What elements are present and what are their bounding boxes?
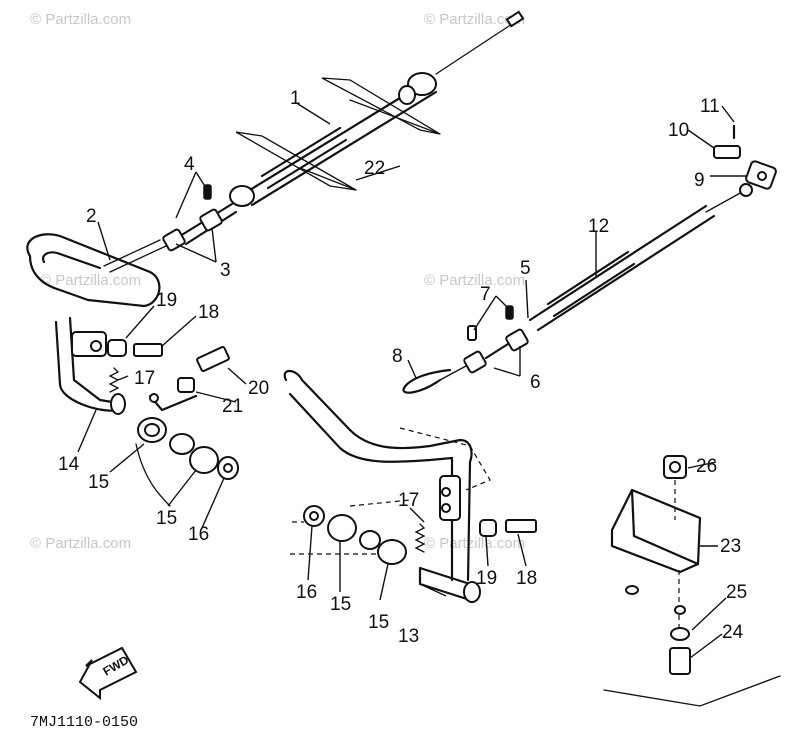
shift-cable-assembly [402,124,777,394]
callout-15: 15 [88,472,109,493]
callout-15: 15 [330,594,351,615]
nut [177,377,195,393]
left-control-lever [26,233,163,415]
callout-2: 2 [86,206,97,227]
callout-23: 23 [720,536,741,557]
center-control-lever [283,369,537,603]
callout-18: 18 [516,568,537,589]
bushing [359,530,381,550]
cable-nut [162,228,186,252]
bushing [169,433,195,455]
cable-end-fitting [505,10,525,28]
watermark: © Partzilla.com [424,11,525,28]
callout-14: 14 [58,454,80,475]
callout-24: 24 [722,622,744,643]
callout-17: 17 [398,490,419,511]
callout-8: 8 [392,346,403,367]
bolt [196,345,230,373]
bushing [107,339,127,357]
cable-nut [463,350,487,374]
cable-nut [505,328,529,352]
callout-7: 7 [480,284,491,305]
bushing [479,519,497,537]
callout-25: 25 [726,582,747,603]
cable-clip [203,184,212,200]
callout-19: 19 [476,568,497,589]
spring [414,523,426,553]
callout-9: 9 [694,170,705,191]
callout-22: 22 [364,158,385,179]
watermark: © Partzilla.com [30,535,131,552]
center-bushings [290,499,411,565]
callout-6: 6 [530,372,541,393]
watermarks: © Partzilla.com © Partzilla.com © Partzi… [30,11,525,552]
bolt [133,343,163,357]
bushing [377,539,407,565]
cable-clip [505,305,514,320]
callouts: 1 2 3 4 5 6 7 8 9 10 11 12 13 14 15 15 1… [58,88,747,647]
spring [108,367,120,393]
callout-4: 4 [184,154,195,175]
cable-boot [407,72,437,96]
callout-16: 16 [188,524,209,545]
watermark: © Partzilla.com [424,535,525,552]
lever-bracket [439,475,461,521]
callout-19: 19 [156,290,177,311]
callout-12: 12 [588,216,609,237]
callout-16: 16 [296,582,317,603]
callout-15: 15 [156,508,177,529]
watermark: © Partzilla.com [424,272,525,289]
watermark: © Partzilla.com [40,272,141,289]
bushing [189,446,219,474]
callout-13: 13 [398,626,419,647]
callout-5: 5 [520,258,531,279]
callout-3: 3 [220,260,231,281]
callout-15: 15 [368,612,389,633]
left-bushings [135,417,239,507]
cable-boot [229,185,255,207]
callout-21: 21 [222,396,243,417]
callout-20: 20 [248,378,269,399]
callout-26: 26 [696,456,717,477]
cable-end-loop [402,368,452,394]
bolt [505,519,537,533]
watermark: © Partzilla.com [30,11,131,28]
callout-18: 18 [198,302,219,323]
bushing [327,514,357,542]
diagram-code: 7MJ1110-0150 [30,714,138,731]
linkage-hardware [148,345,230,412]
callout-17: 17 [134,368,155,389]
lever-arm [26,233,161,308]
washer [670,627,690,641]
forward-arrow: FWD [78,646,138,701]
pin [713,145,741,159]
leader-lines [77,103,746,659]
cable-end-fitting [739,183,753,197]
throttle-cable-assembly [103,10,525,273]
callout-10: 10 [668,120,689,141]
mounting-bracket [603,455,781,707]
callout-1: 1 [290,88,301,109]
cable-nut [199,208,223,232]
fwd-arrow-icon [78,646,138,701]
callout-11: 11 [700,96,720,117]
bolt [669,647,691,675]
